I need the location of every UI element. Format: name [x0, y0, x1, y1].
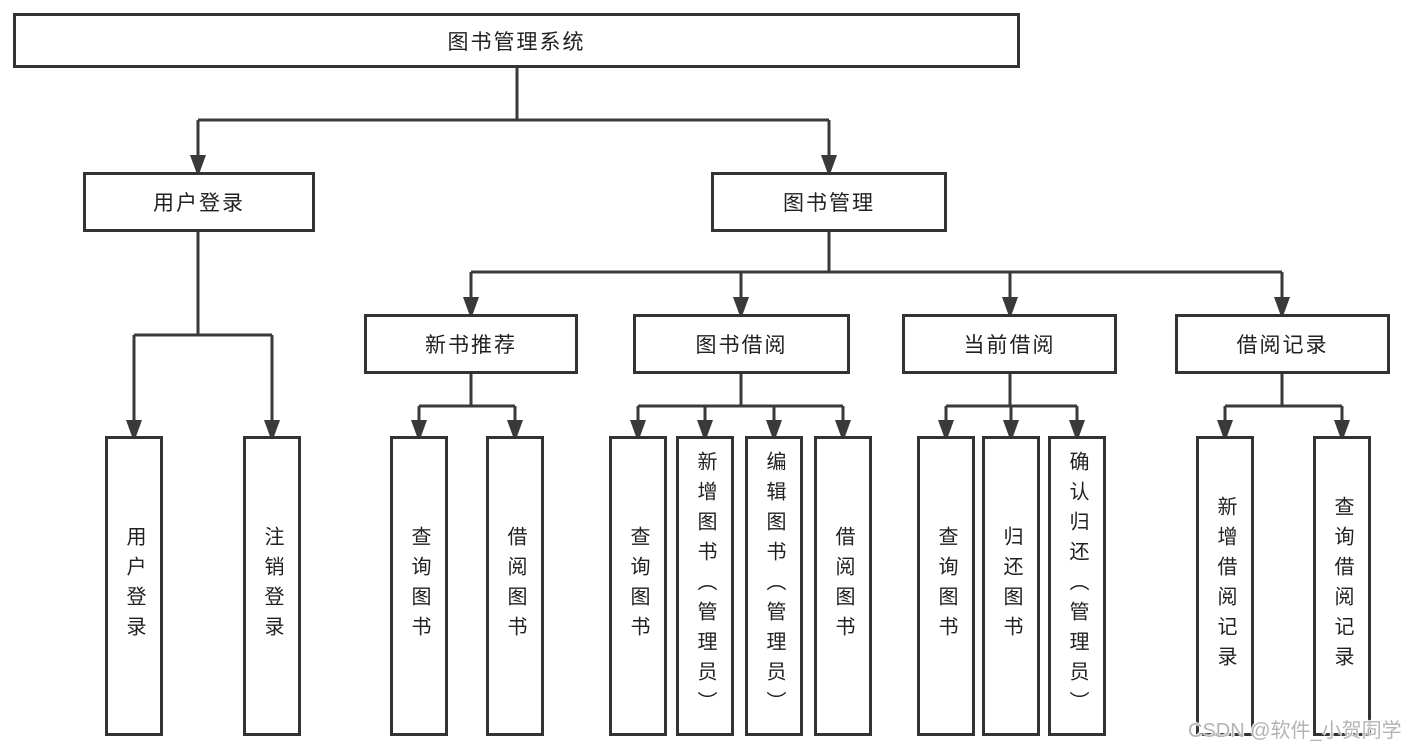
leaf-edit-books-admin-label: 编辑图书（管理员） [763, 451, 785, 721]
leaf-return-books: 归还图书 [982, 436, 1040, 736]
connector-root-fork [196, 68, 831, 160]
leaf-borrow-books: 借阅图书 [814, 436, 872, 736]
leaf-query-books-newbook-label: 查询图书 [408, 526, 430, 646]
node-book-borrow-label: 图书借阅 [695, 334, 788, 357]
arrowhead-icon [1334, 420, 1350, 442]
arrowhead-icon [630, 420, 646, 442]
arrowhead-icon [507, 420, 523, 442]
leaf-query-books-current: 查询图书 [917, 436, 975, 736]
csdn-watermark: CSDN @软件_小贺同学 [1188, 720, 1402, 742]
leaf-user-login: 用户登录 [105, 436, 163, 736]
leaf-add-books-admin: 新增图书（管理员） [676, 436, 734, 736]
leaf-confirm-return-admin: 确认归还（管理员） [1048, 436, 1106, 736]
arrowhead-icon [697, 420, 713, 442]
connector-new-book-fork [417, 374, 517, 426]
arrowhead-icon [1003, 420, 1019, 442]
node-book-borrow: 图书借阅 [633, 314, 850, 374]
leaf-query-books-newbook: 查询图书 [390, 436, 448, 736]
arrowhead-icon [766, 420, 782, 442]
connector-borrow-record-fork [1223, 374, 1344, 426]
node-root: 图书管理系统 [13, 13, 1020, 68]
leaf-user-login-label: 用户登录 [123, 526, 145, 646]
node-new-book-recommend: 新书推荐 [364, 314, 578, 374]
arrowhead-icon [264, 420, 280, 442]
arrowhead-icon [190, 155, 206, 177]
node-current-borrow-label: 当前借阅 [963, 334, 1056, 357]
arrowhead-icon [1069, 420, 1085, 442]
leaf-query-books-borrow-label: 查询图书 [627, 526, 649, 646]
connector-user-login-fork [132, 232, 274, 426]
leaf-return-books-label: 归还图书 [1000, 526, 1022, 646]
node-root-label: 图书管理系统 [447, 30, 586, 54]
leaf-borrow-books-label: 借阅图书 [832, 526, 854, 646]
leaf-borrow-books-newbook-label: 借阅图书 [504, 526, 526, 646]
leaf-add-books-admin-label: 新增图书（管理员） [694, 451, 716, 721]
arrowhead-icon [1002, 297, 1018, 319]
node-current-borrow: 当前借阅 [902, 314, 1117, 374]
node-user-login-label: 用户登录 [153, 192, 245, 215]
arrowhead-icon [938, 420, 954, 442]
arrowhead-icon [126, 420, 142, 442]
leaf-query-borrow-record-label: 查询借阅记录 [1331, 496, 1353, 676]
leaf-query-borrow-record: 查询借阅记录 [1313, 436, 1371, 736]
arrowhead-icon [411, 420, 427, 442]
leaf-confirm-return-admin-label: 确认归还（管理员） [1066, 451, 1088, 721]
leaf-logout: 注销登录 [243, 436, 301, 736]
leaf-query-books-borrow: 查询图书 [609, 436, 667, 736]
node-book-management-label: 图书管理 [783, 192, 875, 215]
arrowheads [126, 155, 1350, 442]
arrowhead-icon [1217, 420, 1233, 442]
leaf-logout-label: 注销登录 [261, 526, 283, 646]
node-new-book-recommend-label: 新书推荐 [425, 334, 517, 357]
connector-book-mgmt-fork [469, 232, 1284, 302]
leaf-borrow-books-newbook: 借阅图书 [486, 436, 544, 736]
leaf-query-books-current-label: 查询图书 [935, 526, 957, 646]
node-borrow-record: 借阅记录 [1175, 314, 1390, 374]
connector-current-borrow-fork [944, 374, 1079, 426]
arrowhead-icon [733, 297, 749, 319]
arrowhead-icon [1274, 297, 1290, 319]
arrowhead-icon [821, 155, 837, 177]
connector-book-borrow-fork [636, 374, 845, 426]
leaf-add-borrow-record: 新增借阅记录 [1196, 436, 1254, 736]
leaf-edit-books-admin: 编辑图书（管理员） [745, 436, 803, 736]
leaf-add-borrow-record-label: 新增借阅记录 [1214, 496, 1236, 676]
node-user-login: 用户登录 [83, 172, 315, 232]
arrowhead-icon [835, 420, 851, 442]
node-book-management: 图书管理 [711, 172, 947, 232]
node-borrow-record-label: 借阅记录 [1236, 334, 1329, 357]
arrowhead-icon [463, 297, 479, 319]
